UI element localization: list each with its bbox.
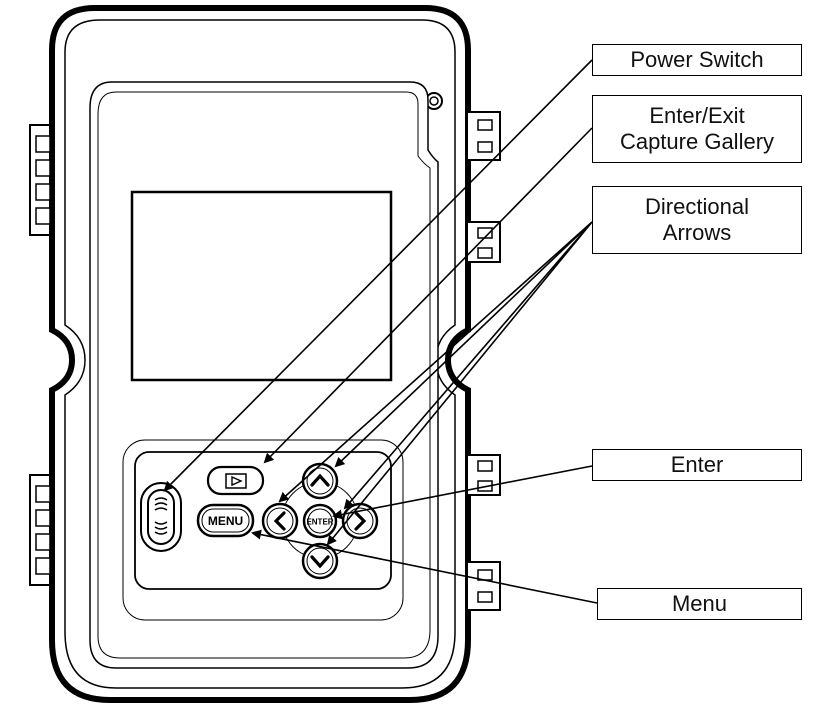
- enter-button[interactable]: ENTER: [302, 503, 338, 539]
- leader-lines: [163, 59, 598, 604]
- up-arrow-button[interactable]: [301, 462, 339, 500]
- right-latch-2: [468, 221, 501, 263]
- chevron-down-icon: [310, 555, 330, 569]
- leader-power-switch: [163, 59, 593, 492]
- left-arrow-button[interactable]: [261, 502, 299, 540]
- label-directional-arrows: Directional Arrows: [592, 186, 802, 254]
- label-menu: Menu: [597, 588, 802, 620]
- chevron-up-icon: [310, 473, 330, 487]
- enter-button-label: ENTER: [306, 518, 333, 527]
- leader-arrow-down: [326, 221, 593, 546]
- right-latch-4: [468, 561, 501, 611]
- chevron-right-icon: [354, 511, 367, 531]
- left-hinge-bottom: [29, 474, 52, 586]
- play-icon: [231, 475, 243, 487]
- leader-enter: [332, 465, 593, 520]
- label-capture-gallery: Enter/Exit Capture Gallery: [592, 95, 802, 163]
- leader-gallery: [263, 127, 593, 464]
- left-hinge-top: [29, 124, 52, 236]
- gallery-button[interactable]: [206, 465, 265, 496]
- leader-arrow-up: [334, 221, 593, 468]
- down-arrow-button[interactable]: [301, 542, 339, 580]
- leader-arrow-right: [343, 221, 593, 510]
- chevron-left-icon: [273, 511, 286, 531]
- leader-arrow-left: [278, 221, 593, 503]
- leader-menu: [251, 529, 598, 604]
- label-enter: Enter: [592, 449, 802, 481]
- right-latch-1: [468, 111, 501, 161]
- lcd-screen: [130, 190, 393, 382]
- menu-button[interactable]: MENU: [196, 503, 255, 538]
- menu-button-label: MENU: [208, 514, 243, 528]
- label-power-switch: Power Switch: [592, 44, 802, 76]
- door-panel-inner: [97, 91, 431, 659]
- power-switch[interactable]: [140, 482, 182, 552]
